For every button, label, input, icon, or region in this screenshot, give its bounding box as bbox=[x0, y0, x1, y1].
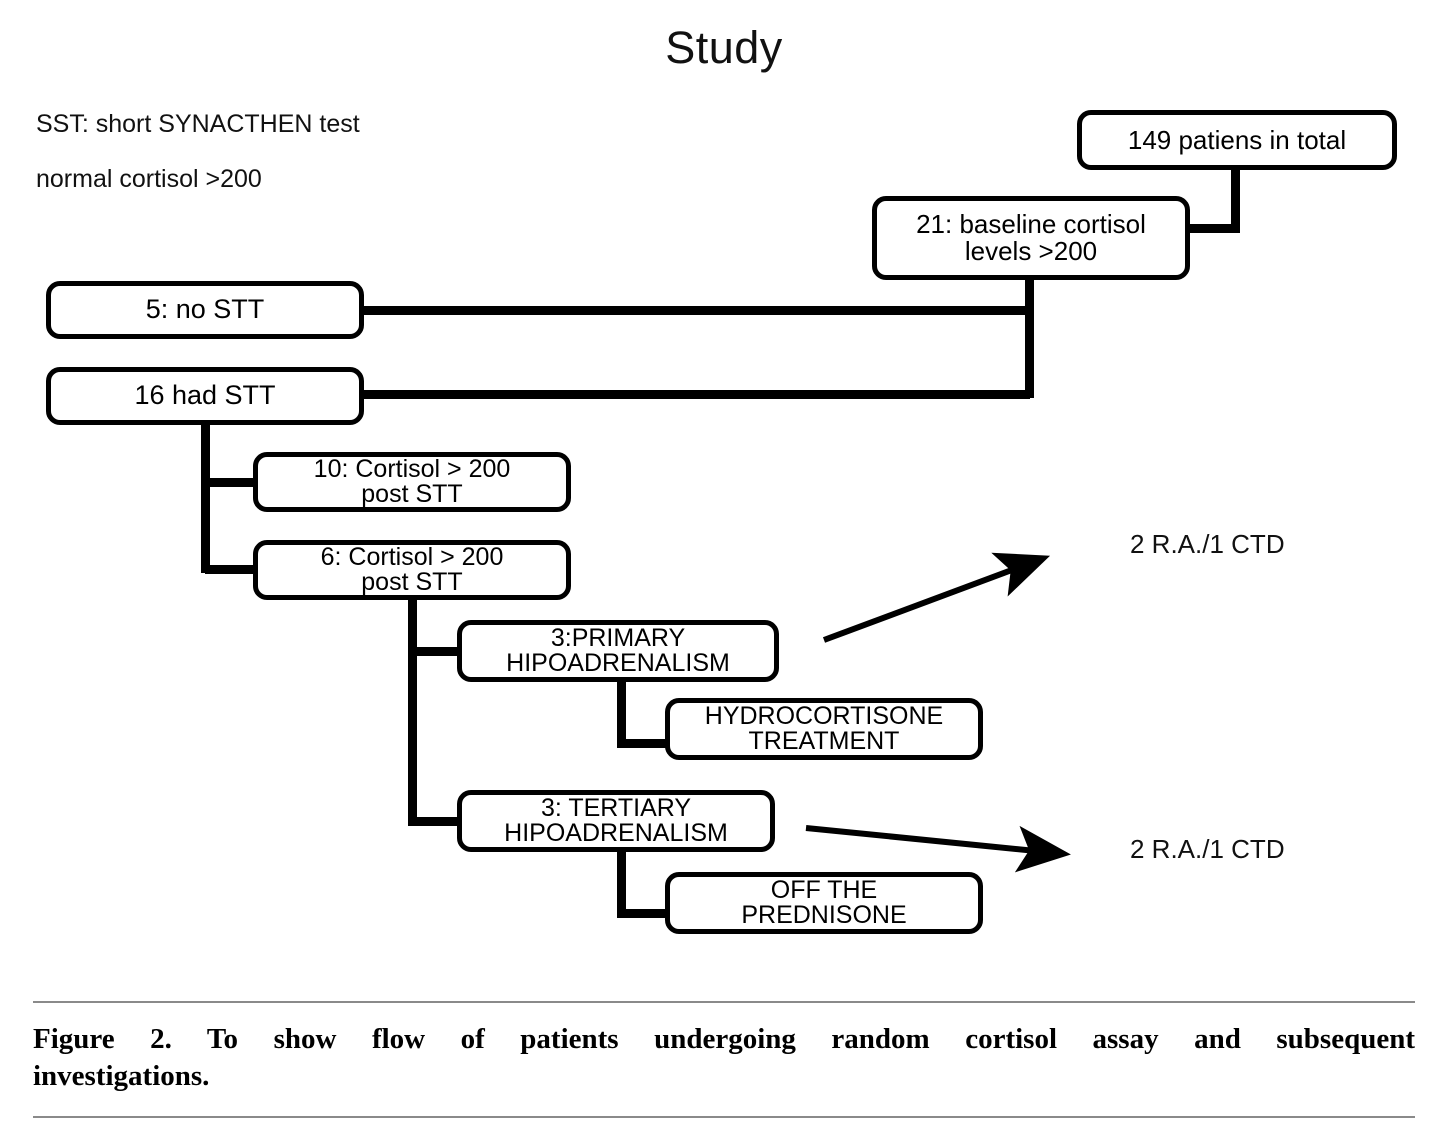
figure-caption: Figure 2. To show flow of patients under… bbox=[33, 1021, 1415, 1095]
figure-caption-line-1: Figure 2. To show flow of patients under… bbox=[33, 1023, 1415, 1055]
node-hydrocortisone-treatment-label: HYDROCORTISONE TREATMENT bbox=[704, 701, 944, 755]
connector-total-to-baseline-vertical bbox=[1231, 168, 1240, 233]
node-cortisol-10-post-stt[interactable]: 10: Cortisol > 200 post STT bbox=[253, 452, 571, 512]
connector-hadstt-to-cortisol6 bbox=[205, 565, 260, 574]
node-had-stt-label: 16 had STT bbox=[134, 380, 276, 411]
connector-primary-to-hydrocortisone bbox=[621, 739, 673, 748]
node-total-patients-label: 149 patiens in total bbox=[1127, 124, 1347, 155]
node-tertiary-hipoadrenalism-label: 3: TERTIARY HIPOADRENALISM bbox=[504, 793, 728, 847]
legend-sst-abbreviation: SST: short SYNACTHEN test bbox=[36, 110, 360, 138]
connector-baseline-to-hadstt bbox=[360, 390, 1030, 399]
node-cortisol-6-post-stt-label: 6: Cortisol > 200 post STT bbox=[320, 542, 504, 596]
node-baseline-cortisol-label: 21: baseline cortisol levels >200 bbox=[916, 209, 1146, 266]
arrow-tertiary-to-outcome bbox=[805, 825, 1071, 873]
connector-cortisol6-to-tertiary bbox=[412, 817, 464, 826]
connector-baseline-trunk-vertical bbox=[1025, 276, 1034, 398]
node-cortisol-10-post-stt-label: 10: Cortisol > 200 post STT bbox=[313, 454, 511, 508]
node-off-the-prednisone[interactable]: OFF THE PREDNISONE bbox=[665, 872, 983, 934]
node-off-the-prednisone-label: OFF THE PREDNISONE bbox=[741, 875, 907, 929]
connector-cortisol6-trunk-vertical bbox=[408, 596, 417, 826]
annotation-tertiary-outcome: 2 R.A./1 CTD bbox=[1130, 834, 1285, 864]
legend-normal-cortisol: normal cortisol >200 bbox=[36, 165, 262, 193]
node-no-stt-label: 5: no STT bbox=[145, 294, 265, 325]
node-tertiary-hipoadrenalism[interactable]: 3: TERTIARY HIPOADRENALISM bbox=[457, 790, 775, 852]
annotation-primary-outcome: 2 R.A./1 CTD bbox=[1130, 529, 1285, 559]
node-cortisol-6-post-stt[interactable]: 6: Cortisol > 200 post STT bbox=[253, 540, 571, 600]
node-total-patients[interactable]: 149 patiens in total bbox=[1077, 110, 1397, 170]
node-baseline-cortisol[interactable]: 21: baseline cortisol levels >200 bbox=[872, 196, 1190, 280]
node-no-stt[interactable]: 5: no STT bbox=[46, 281, 364, 339]
page-title: Study bbox=[665, 22, 783, 73]
node-primary-hipoadrenalism[interactable]: 3:PRIMARY HIPOADRENALISM bbox=[457, 620, 779, 682]
node-had-stt[interactable]: 16 had STT bbox=[46, 367, 364, 425]
connector-hadstt-to-cortisol10 bbox=[205, 478, 260, 487]
connector-total-to-baseline-horizontal bbox=[1186, 224, 1236, 233]
caption-rule-bottom bbox=[33, 1116, 1415, 1118]
connector-primary-trunk-vertical bbox=[617, 678, 626, 748]
connector-tertiary-trunk-vertical bbox=[617, 848, 626, 918]
node-primary-hipoadrenalism-label: 3:PRIMARY HIPOADRENALISM bbox=[506, 623, 730, 677]
connector-tertiary-to-prednisone bbox=[621, 909, 673, 918]
connector-cortisol6-to-primary bbox=[412, 647, 464, 656]
connector-baseline-to-nostt bbox=[360, 306, 1030, 315]
caption-rule-top bbox=[33, 1001, 1415, 1003]
node-hydrocortisone-treatment[interactable]: HYDROCORTISONE TREATMENT bbox=[665, 698, 983, 760]
figure-caption-line-2: investigations. bbox=[33, 1060, 210, 1093]
connector-hadstt-trunk-vertical bbox=[201, 421, 210, 573]
arrow-primary-to-outcome bbox=[822, 552, 1051, 643]
